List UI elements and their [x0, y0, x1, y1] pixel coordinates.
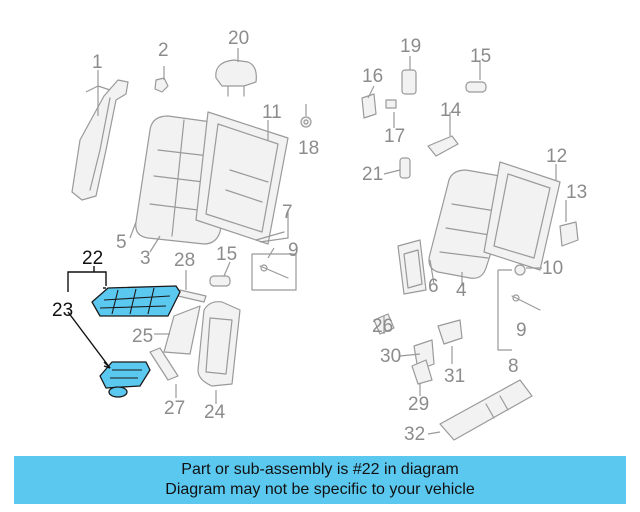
- callout-6: 6: [428, 276, 439, 297]
- part-12-seatback-frame-right: [483, 161, 561, 271]
- callout-15-lower: 15: [216, 244, 237, 265]
- callout-8: 8: [508, 356, 519, 377]
- part-22-lumbar-support-highlighted[interactable]: [91, 285, 181, 317]
- callout-21: 21: [362, 164, 383, 185]
- callout-10: 10: [542, 258, 563, 279]
- part-24-back-panel: [197, 301, 241, 387]
- part-7-bracket: [255, 231, 285, 241]
- callout-5: 5: [116, 232, 127, 253]
- part-10-nut: [514, 264, 526, 276]
- callout-31: 31: [444, 366, 465, 387]
- callout-3: 3: [140, 248, 151, 269]
- callout-9-right: 9: [516, 320, 527, 341]
- part-20-headrest: [215, 59, 257, 97]
- callout-29: 29: [408, 394, 429, 415]
- part-2-clip: [154, 77, 169, 93]
- part-14-hinge: [427, 135, 459, 157]
- callout-27: 27: [164, 398, 185, 419]
- banner-line-2: Diagram may not be specific to your vehi…: [165, 481, 475, 498]
- part-13-cover: [559, 221, 579, 247]
- part-31-hinge: [437, 319, 463, 345]
- part-9-bolt-kit-right: [511, 294, 541, 311]
- part-15-pin-lower: [209, 275, 231, 287]
- callout-1: 1: [92, 52, 103, 73]
- callout-4: 4: [456, 280, 467, 301]
- leader-lines-highlighted: [67, 266, 111, 369]
- part-19-latch: [401, 69, 417, 95]
- callout-28: 28: [174, 250, 195, 271]
- callout-24: 24: [204, 402, 226, 423]
- part-11-seatback-frame: [195, 111, 289, 245]
- callout-23[interactable]: 23: [52, 300, 73, 321]
- part-21-bushing: [399, 157, 411, 179]
- callout-30: 30: [380, 346, 401, 367]
- part-25-pad: [163, 305, 201, 355]
- part-6-side-frame: [397, 239, 427, 295]
- callout-16: 16: [362, 66, 383, 87]
- callout-18: 18: [298, 138, 319, 159]
- callout-32: 32: [404, 424, 425, 445]
- callout-17: 17: [384, 126, 405, 147]
- part-1-side-trim: [71, 79, 129, 201]
- part-17-screw: [385, 99, 397, 109]
- part-27-trim: [149, 347, 179, 381]
- part-9-bolt-kit-left: [251, 253, 297, 291]
- callout-7: 7: [282, 202, 293, 223]
- part-16-bracket: [361, 93, 377, 119]
- info-banner: Part or sub-assembly is #22 in diagram D…: [14, 456, 626, 504]
- callout-2: 2: [158, 40, 169, 61]
- part-15-pin-upper: [465, 81, 487, 93]
- part-28-strip: [177, 289, 207, 303]
- part-32-armrest: [439, 379, 533, 441]
- callout-9-left: 9: [288, 240, 299, 261]
- banner-line-1: Part or sub-assembly is #22 in diagram: [181, 461, 459, 478]
- callout-15-upper: 15: [470, 46, 491, 67]
- part-23-lumbar-component-highlighted[interactable]: [99, 361, 151, 398]
- leader-lines: [85, 48, 567, 435]
- callout-26: 26: [372, 316, 393, 337]
- callout-22[interactable]: 22: [82, 248, 103, 269]
- callout-14: 14: [440, 100, 462, 121]
- callout-12: 12: [546, 146, 567, 167]
- callout-20: 20: [228, 28, 249, 49]
- callout-13: 13: [566, 182, 587, 203]
- callout-19: 19: [400, 36, 421, 57]
- part-29-mount: [411, 359, 433, 385]
- callout-25: 25: [132, 326, 153, 347]
- callout-11: 11: [262, 102, 282, 123]
- part-18-nut: [300, 116, 312, 128]
- callout-labels: 1 2 20 11 18 5 3 7 9 15 28 25 24 27 22 2…: [52, 28, 587, 445]
